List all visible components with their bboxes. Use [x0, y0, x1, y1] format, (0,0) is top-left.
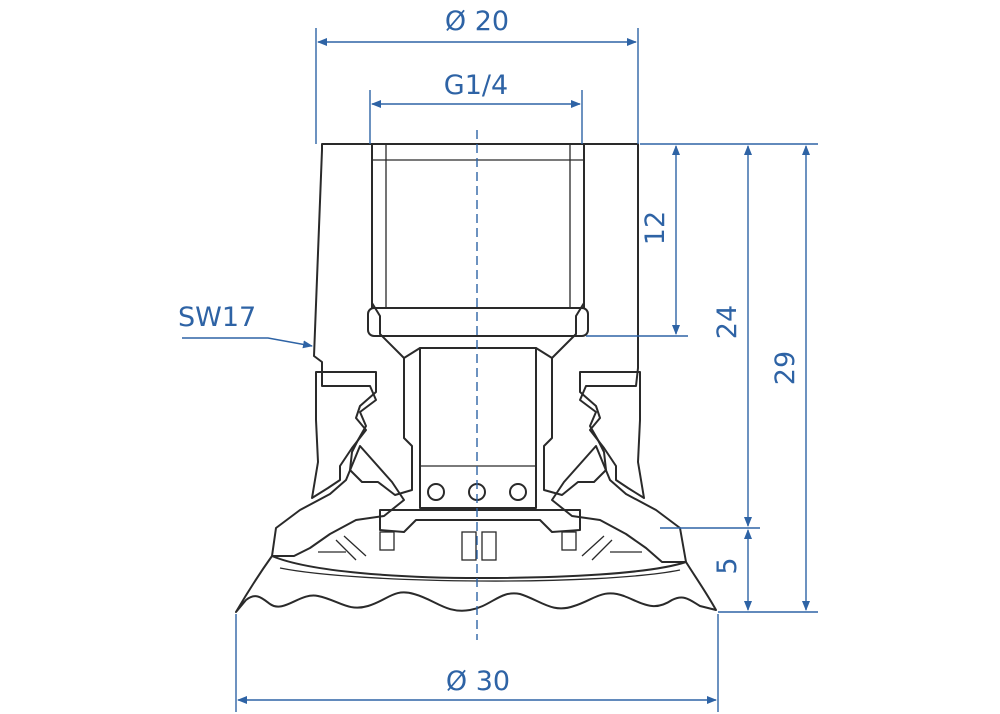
dim-total-height: 29 — [770, 351, 801, 385]
inner-plate — [379, 509, 581, 533]
thread-bore — [371, 143, 585, 309]
air-hole-right — [509, 483, 527, 501]
dim-cup-height: 5 — [712, 557, 743, 574]
dim-body-height: 24 — [712, 305, 743, 339]
dim-top-diameter: Ø 20 — [445, 6, 509, 37]
dim-cup-diameter: Ø 30 — [446, 666, 510, 697]
body-left-wall — [313, 143, 413, 496]
bellows-right — [551, 445, 687, 563]
cup-lip — [235, 555, 717, 613]
bellows-left — [271, 445, 405, 557]
dimensions: Ø 20 G1/4 12 24 29 5 Ø 30 SW17 — [178, 6, 818, 712]
dim-thread: G1/4 — [444, 70, 508, 101]
wrench-size-leader — [182, 337, 313, 349]
dim-thread-depth: 12 — [640, 211, 671, 245]
air-hole-left — [427, 483, 445, 501]
center-channel — [419, 347, 537, 509]
body-left-flange — [311, 371, 377, 499]
body-right-wall — [543, 143, 639, 496]
support-pins — [318, 531, 642, 561]
wrench-size-label: SW17 — [178, 302, 256, 333]
body-right-flange — [579, 371, 645, 499]
part-section — [235, 143, 717, 613]
thread-undercut — [367, 307, 589, 337]
